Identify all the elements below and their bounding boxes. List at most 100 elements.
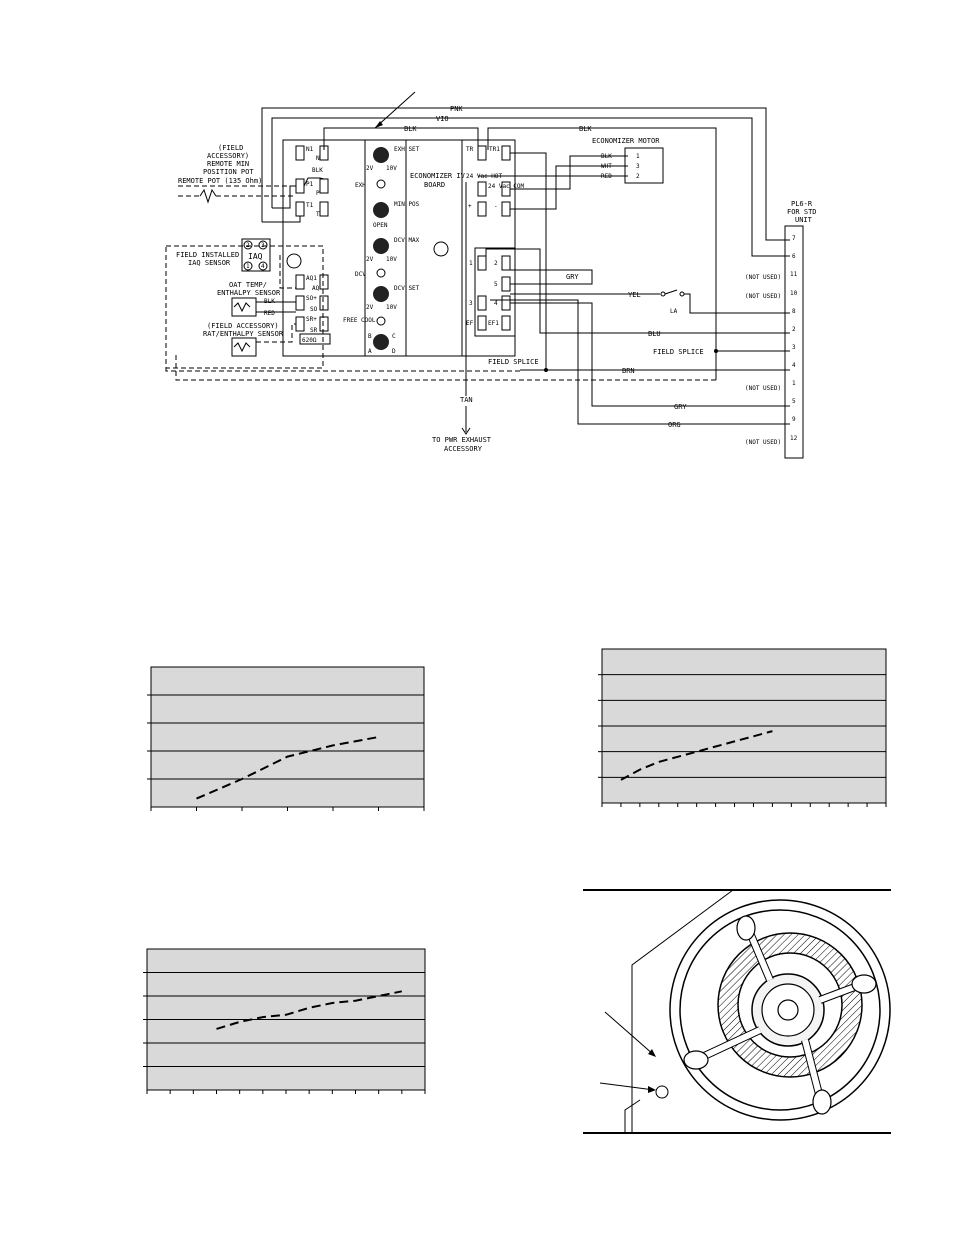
chart-3-gridlines xyxy=(143,972,425,1067)
term-label-minus: - xyxy=(494,203,498,210)
iaq-pin-label-3: 3 xyxy=(261,242,265,249)
terminal-sr xyxy=(319,316,329,332)
terminal-tr xyxy=(477,145,487,161)
pot-label-4: POSITION POT xyxy=(203,168,254,176)
pot-dcv-max[interactable] xyxy=(373,238,389,254)
wire-label-pnk: PNK xyxy=(450,105,463,113)
wire-label-gry-1: GRY xyxy=(566,273,579,281)
pot-label-5: REMOTE POT (135 Ohm) xyxy=(178,177,262,185)
la-switch xyxy=(664,289,678,295)
pwr-exhaust-label-1: TO PWR EXHAUST xyxy=(432,436,492,444)
iaq-pin-label-4: 4 xyxy=(261,263,265,270)
terminal-n xyxy=(319,145,329,161)
pot-dcv-high: 10V xyxy=(386,256,397,263)
motor-pin-1: 1 xyxy=(636,153,640,160)
housing-leader xyxy=(604,1011,655,1056)
right-terminals: TR TR1 24 Vac HOT 24 Vac COM + - 1 2 5 3… xyxy=(466,145,525,337)
tan-arrow xyxy=(461,427,471,435)
wire-gry-loop xyxy=(510,269,593,285)
field-splice-dot-left xyxy=(544,368,548,372)
pot-open-label: OPEN xyxy=(373,222,388,229)
term-label-aq1: AQ1 xyxy=(306,275,317,282)
rat-sensor-box xyxy=(231,337,257,357)
wire-label-blu: BLU xyxy=(648,330,661,338)
wire-vio-end xyxy=(272,185,296,209)
wire-blk-2 xyxy=(487,127,717,380)
term-label-tr: TR xyxy=(466,146,474,153)
pot-exh-high: 10V xyxy=(386,165,397,172)
term-label-plus: + xyxy=(468,203,472,210)
wire-blk-jumper xyxy=(303,177,325,187)
motor-shaft xyxy=(777,999,799,1021)
plug-label-2: FOR STD xyxy=(787,208,817,216)
wire-org xyxy=(490,299,790,425)
pot-exh-set[interactable] xyxy=(373,147,389,163)
pot-label-2: ACCESSORY) xyxy=(207,152,249,160)
pot-dcv-set-high: 10V xyxy=(386,304,397,311)
wire-label-blk-2: BLK xyxy=(579,125,592,133)
term-label-4: 4 xyxy=(494,300,498,307)
not-used-11: (NOT USED) xyxy=(745,274,781,281)
terminal-ef xyxy=(477,315,487,331)
terminal-n1 xyxy=(295,145,305,161)
pot-min-pos[interactable] xyxy=(373,202,389,218)
ground-lug-icon xyxy=(655,1085,669,1099)
terminal-3 xyxy=(477,295,487,311)
term-label-sr: SR xyxy=(310,327,318,334)
terminal-1 xyxy=(477,255,487,271)
iaq-pin-2 xyxy=(243,240,253,250)
led-dcv xyxy=(376,268,386,278)
chart-1-series-line xyxy=(196,736,379,800)
terminal-aq xyxy=(319,274,329,290)
blower-illustration xyxy=(583,889,891,1134)
chart-3-series-line xyxy=(216,990,402,1030)
plug-pin-9: 9 xyxy=(792,416,796,423)
rat-label-1: (FIELD ACCESSORY) xyxy=(207,322,279,330)
wire-label-yel: YEL xyxy=(628,291,641,299)
pwr-exhaust-label-2: ACCESSORY xyxy=(444,445,483,453)
chart-1 xyxy=(147,666,425,811)
terminal-tr1 xyxy=(501,145,511,161)
field-splice-dot-right xyxy=(714,349,718,353)
iaq-dashed-box xyxy=(165,245,324,369)
term-label-aq: AQ xyxy=(312,285,320,292)
pot-label-1: (FIELD xyxy=(218,144,243,152)
terminal-so xyxy=(319,295,329,311)
term-label-n1: N1 xyxy=(306,146,314,153)
rat-wire xyxy=(256,323,296,343)
abcd-b: B xyxy=(368,333,372,340)
arm-pad-left xyxy=(683,1050,709,1070)
not-used-10: (NOT USED) xyxy=(745,293,781,300)
wire-blu xyxy=(485,248,790,334)
terminal-4 xyxy=(501,295,511,311)
leader-line xyxy=(374,91,416,129)
motor-pin-3: 3 xyxy=(636,163,640,170)
pot-column: EXH SET 2V 10V EXH MIN POS OPEN DCV MAX … xyxy=(343,146,420,355)
resistor-label: 620Ω xyxy=(302,337,317,344)
term-label-3: 3 xyxy=(469,300,473,307)
wire-tr1-splice xyxy=(510,152,547,370)
pot-abcd[interactable] xyxy=(373,334,389,350)
chart-1-ticks xyxy=(150,807,425,811)
pot-resistor-symbol xyxy=(199,188,217,204)
term-label-tr1: TR1 xyxy=(489,146,500,153)
pot-dcv-set[interactable] xyxy=(373,286,389,302)
term-label-so-plus: SO+ xyxy=(306,295,317,302)
iaq-wire xyxy=(279,255,296,289)
chart-3 xyxy=(143,948,426,1094)
field-splice-label: FIELD SPLICE xyxy=(488,358,539,366)
ground-leader-arrow xyxy=(648,1086,656,1093)
plug-pin-8: 8 xyxy=(792,308,796,315)
terminal-t1 xyxy=(295,201,305,217)
wire-gry-2 xyxy=(510,302,790,407)
pot-exh-low: 2V xyxy=(366,165,374,172)
iaq-sensor-label: IAQ xyxy=(248,252,263,261)
board-title-1: ECONOMIZER IV xyxy=(410,172,466,180)
left-terminals: N1 N P1 P T1 T BLK xyxy=(262,145,329,223)
terminal-p1 xyxy=(295,178,305,194)
oat-wire-label-blk: BLK xyxy=(264,298,275,305)
term-label-1: 1 xyxy=(469,260,473,267)
rat-label-2: RAT/ENTHALPY SENSOR xyxy=(203,330,284,338)
led-free-cool xyxy=(376,316,386,326)
pot-dcv-set-low: 2V xyxy=(366,304,374,311)
